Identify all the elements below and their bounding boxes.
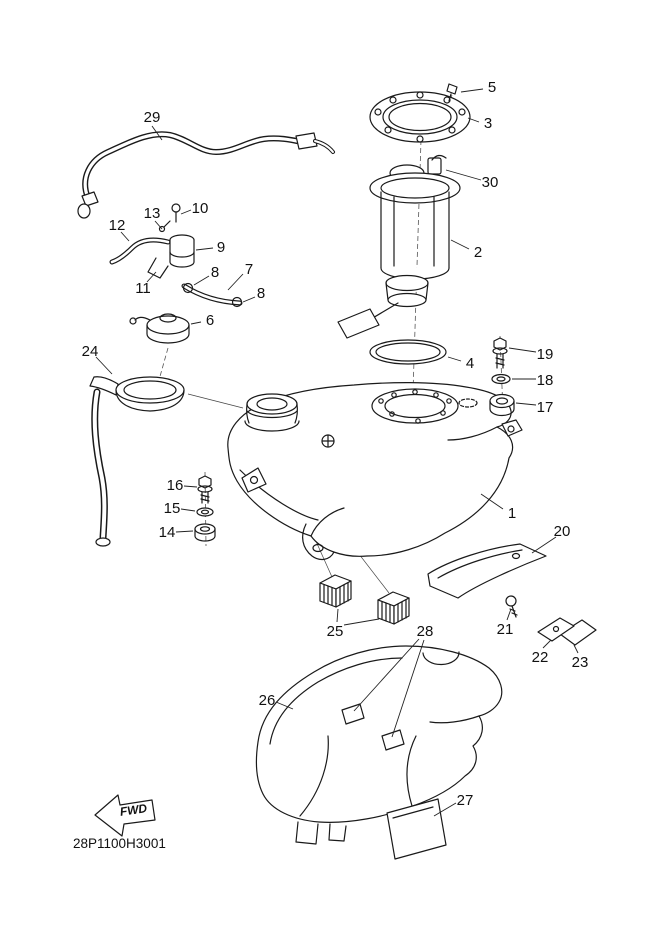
leader-line-26 bbox=[275, 701, 294, 710]
leader-line-5 bbox=[460, 88, 484, 93]
pump-float bbox=[337, 308, 380, 339]
leader-line-17 bbox=[515, 402, 537, 406]
damper-block-1 bbox=[319, 574, 352, 608]
leader-line-13 bbox=[154, 220, 163, 230]
leader-line-29 bbox=[151, 125, 163, 141]
callout-label-14: 14 bbox=[159, 524, 176, 541]
callout-label-17: 17 bbox=[537, 399, 554, 416]
callout-label-15: 15 bbox=[164, 500, 181, 517]
callout-label-24: 24 bbox=[82, 343, 99, 360]
leader-line-14 bbox=[175, 530, 194, 533]
callout-label-10: 10 bbox=[192, 200, 209, 217]
leader-line-7 bbox=[227, 273, 244, 291]
breather-hose bbox=[77, 131, 335, 219]
callout-label-30: 30 bbox=[482, 174, 499, 191]
shield-bolt bbox=[505, 595, 517, 607]
float-valve bbox=[129, 313, 190, 344]
leader-line-10 bbox=[180, 209, 192, 215]
callout-label-18: 18 bbox=[537, 372, 554, 389]
callout-label-29: 29 bbox=[144, 109, 161, 126]
leader-line-4 bbox=[447, 356, 462, 362]
leader-line-3 bbox=[467, 117, 480, 123]
left-fastener-stack bbox=[194, 475, 216, 542]
callout-label-6: 6 bbox=[206, 312, 214, 329]
leader-line-2 bbox=[450, 239, 470, 250]
leader-line-16 bbox=[183, 485, 198, 488]
leader-line-28 bbox=[353, 638, 420, 712]
leader-line-24 bbox=[95, 356, 113, 375]
callout-label-1: 1 bbox=[508, 505, 516, 522]
leader-line-25 bbox=[336, 608, 339, 623]
leader-line-8 bbox=[242, 296, 256, 303]
callout-label-16: 16 bbox=[167, 477, 184, 494]
callout-label-8: 8 bbox=[257, 285, 265, 302]
label-pad bbox=[386, 798, 447, 860]
callout-label-13: 13 bbox=[144, 205, 161, 222]
callout-label-26: 26 bbox=[259, 692, 276, 709]
callout-label-2: 2 bbox=[474, 244, 482, 261]
callout-label-21: 21 bbox=[497, 621, 514, 638]
plate-bolt bbox=[446, 83, 458, 95]
leader-line-28 bbox=[391, 639, 425, 738]
leader-line-21 bbox=[506, 608, 512, 621]
vent-hose bbox=[181, 282, 243, 308]
leader-line-8 bbox=[193, 275, 210, 286]
leader-line-15 bbox=[180, 508, 196, 512]
leader-line-6 bbox=[190, 321, 202, 325]
callout-label-27: 27 bbox=[457, 792, 474, 809]
right-fastener-stack bbox=[489, 337, 515, 417]
fuel-tank bbox=[227, 382, 523, 561]
leader-line-1 bbox=[480, 493, 504, 510]
fwd-arrow-icon: FWD bbox=[94, 794, 156, 837]
leader-line-22 bbox=[542, 639, 552, 649]
leader-line-11 bbox=[146, 271, 157, 283]
callout-label-11: 11 bbox=[135, 280, 151, 297]
leader-line-9 bbox=[195, 247, 214, 251]
leader-line-27 bbox=[433, 802, 457, 817]
callout-label-28: 28 bbox=[417, 623, 434, 640]
callout-label-19: 19 bbox=[537, 346, 554, 363]
diagram-code: 28P1100H3001 bbox=[73, 836, 166, 851]
pump-clip bbox=[431, 154, 447, 161]
callout-label-23: 23 bbox=[572, 654, 589, 671]
callout-label-8: 8 bbox=[211, 264, 219, 281]
pump-gasket bbox=[369, 339, 447, 365]
leader-line-12 bbox=[120, 231, 130, 242]
under-cover bbox=[255, 645, 503, 845]
damper-block-2 bbox=[377, 591, 410, 625]
pump-mounting-plate bbox=[369, 83, 471, 143]
heat-shield bbox=[427, 543, 547, 618]
callout-label-7: 7 bbox=[245, 261, 253, 278]
leader-line-19 bbox=[508, 347, 537, 353]
fwd-label: FWD bbox=[119, 801, 148, 819]
filler-funnel-assembly bbox=[89, 376, 185, 547]
callout-label-22: 22 bbox=[532, 649, 549, 666]
fuel-pump-assembly bbox=[337, 154, 461, 339]
callout-leader-lines bbox=[95, 88, 579, 817]
filler-neck bbox=[244, 393, 300, 432]
callout-label-3: 3 bbox=[484, 115, 492, 132]
callout-label-4: 4 bbox=[466, 355, 474, 372]
callout-label-5: 5 bbox=[488, 79, 496, 96]
callout-label-25: 25 bbox=[327, 623, 344, 640]
leader-line-20 bbox=[531, 536, 557, 554]
leader-line-25 bbox=[343, 618, 380, 626]
rollover-valve-assembly bbox=[109, 203, 195, 279]
callout-label-20: 20 bbox=[554, 523, 571, 540]
leader-line-23 bbox=[573, 644, 579, 654]
leader-line-30 bbox=[445, 169, 482, 181]
cover-pad-1 bbox=[341, 703, 365, 725]
stay-brackets bbox=[537, 617, 597, 646]
callout-label-9: 9 bbox=[217, 239, 225, 256]
callout-label-12: 12 bbox=[109, 217, 126, 234]
